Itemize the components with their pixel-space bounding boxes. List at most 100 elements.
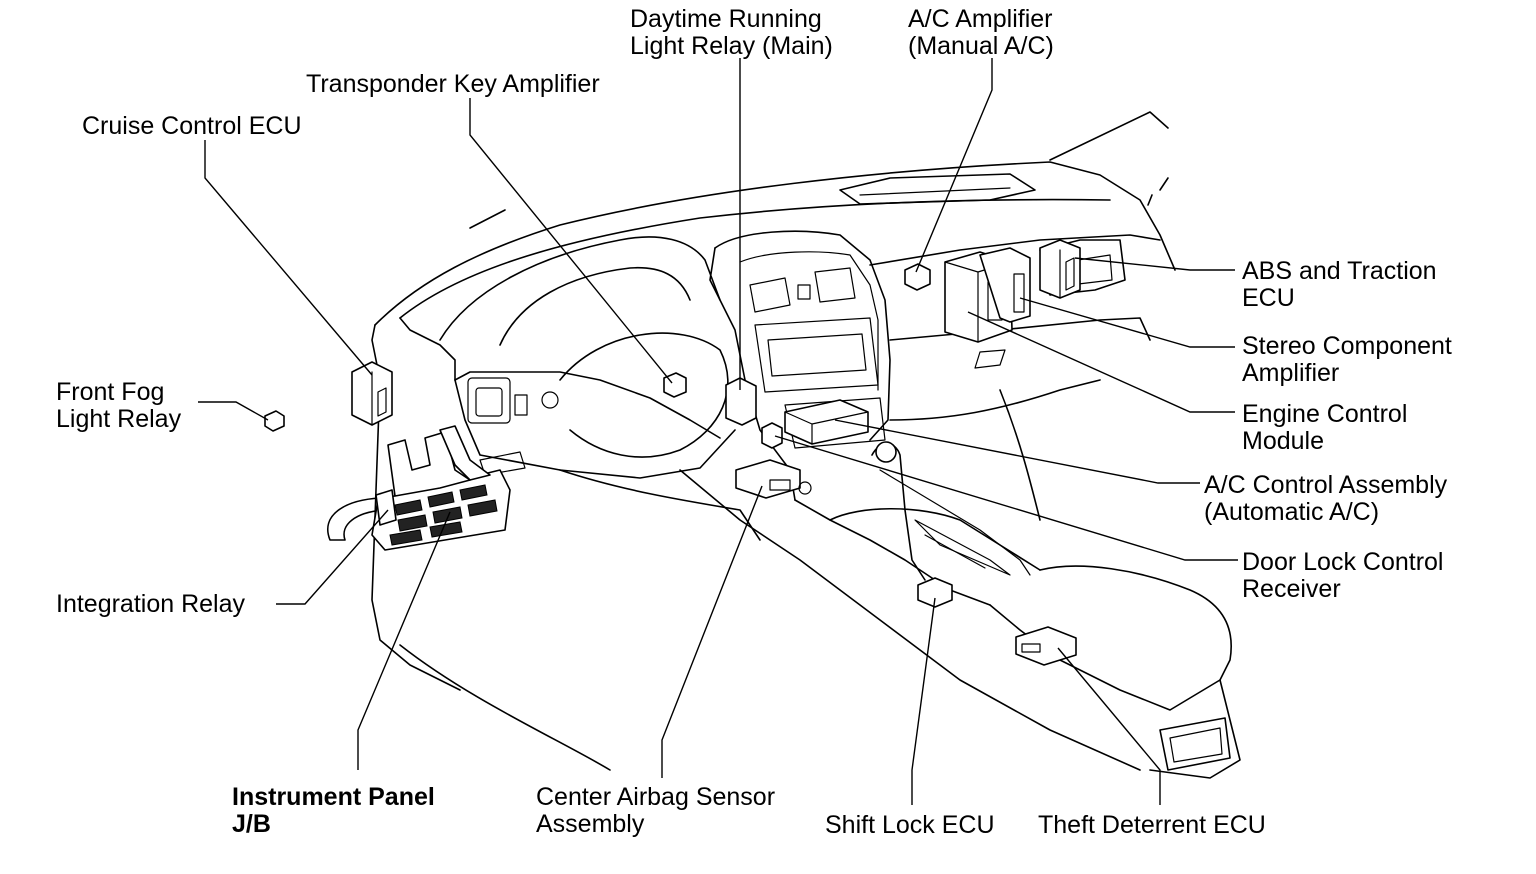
floor-line <box>559 469 761 541</box>
leader-ac-control <box>834 419 1200 484</box>
rear-console-vent-inner <box>1169 727 1223 763</box>
rear-console-vent <box>1159 717 1231 771</box>
leader-abs-traction <box>1074 257 1235 271</box>
label-front-fog-light-relay: Front Fog Light Relay <box>56 379 181 433</box>
daytime-running-light-relay <box>725 377 757 426</box>
stereo-component-amplifier <box>979 247 1031 323</box>
ac-amplifier <box>904 263 931 291</box>
label-shift-lock-ecu: Shift Lock ECU <box>825 811 995 839</box>
right-vent <box>1039 239 1126 296</box>
label-line: ECU <box>1242 284 1295 312</box>
leader-cruise-control-ecu <box>204 140 373 376</box>
switch-bezel-inner <box>475 387 503 417</box>
center-stack-outline <box>714 230 891 441</box>
label-line: (Manual A/C) <box>908 32 1054 60</box>
left-footwell-edge <box>679 469 1141 771</box>
shift-gate-inner <box>924 534 986 569</box>
label-line: Amplifier <box>1242 359 1340 387</box>
leader-engine-control <box>967 311 1235 413</box>
jb-bracket-2 <box>439 425 491 481</box>
label-line: Stereo Component <box>1242 332 1452 360</box>
label-line: (Automatic A/C) <box>1204 498 1380 526</box>
cruise-control-ecu-side <box>371 371 387 426</box>
armrest-front <box>989 604 1221 711</box>
console-inner <box>879 469 1031 576</box>
knob <box>541 391 559 409</box>
dash-lower-curve <box>399 644 611 771</box>
label-line: Daytime Running <box>630 5 822 33</box>
leader-door-lock <box>774 435 1238 561</box>
center-stack-left <box>709 247 796 501</box>
label-ac-control-assembly: A/C Control Assembly (Automatic A/C) <box>1204 472 1447 526</box>
dash-left-end <box>371 324 461 691</box>
dashboard-top <box>374 161 1176 326</box>
audio-unit <box>754 317 879 393</box>
label-theft-deterrent-ecu: Theft Deterrent ECU <box>1038 811 1266 839</box>
airbag-sensor-connector <box>769 479 791 491</box>
stereo-amp-connector <box>1013 273 1025 313</box>
cluster-hood <box>439 236 721 341</box>
center-airbag-sensor <box>735 459 801 499</box>
leader-ac-amplifier <box>915 58 993 273</box>
glovebox-lower <box>889 379 1101 421</box>
label-line: Module <box>1242 427 1324 455</box>
label-line: Light Relay <box>56 405 182 433</box>
small-switch <box>514 394 528 416</box>
hazard-switch <box>797 284 811 300</box>
cluster-lower <box>454 371 721 439</box>
center-vent-right <box>814 267 856 303</box>
label-abs-traction-ecu: ABS and Traction ECU <box>1242 258 1437 312</box>
windshield-line-right <box>1147 177 1169 206</box>
label-line: Instrument Panel <box>232 783 435 811</box>
abs-ecu-edge <box>1059 249 1075 299</box>
shift-knob <box>875 441 897 463</box>
ac-control-assembly <box>784 399 869 445</box>
windshield-line <box>1049 111 1169 161</box>
dash-top-vent <box>839 173 1036 205</box>
shift-lock-ecu <box>917 577 953 608</box>
label-center-airbag-sensor: Center Airbag Sensor Assembly <box>536 784 775 838</box>
a-pillar-left <box>469 209 506 229</box>
leader-shift-lock <box>911 597 936 805</box>
label-line: Engine Control <box>1242 400 1408 428</box>
door-lock-control-receiver <box>761 422 783 449</box>
label-line: Door Lock Control <box>1242 548 1444 576</box>
label-line: Assembly <box>536 810 645 838</box>
label-daytime-running-light-relay: Daytime Running Light Relay (Main) <box>630 6 833 60</box>
leader-transponder <box>469 98 673 384</box>
theft-ecu-connector <box>1021 643 1041 653</box>
front-fog-light-relay <box>264 410 285 432</box>
leader-stereo-amp <box>1019 297 1235 348</box>
label-line: J/B <box>232 810 271 838</box>
label-line: A/C Control Assembly <box>1204 471 1448 499</box>
leader-theft-deterrent <box>1057 647 1161 805</box>
audio-slot <box>767 333 867 377</box>
right-dash-face <box>869 234 1161 266</box>
label-door-lock-control-receiver: Door Lock Control Receiver <box>1242 549 1443 603</box>
label-integration-relay: Integration Relay <box>56 590 246 618</box>
label-stereo-component-amplifier: Stereo Component Amplifier <box>1242 333 1452 387</box>
leader-integration-relay <box>276 509 389 605</box>
armrest <box>1039 565 1232 681</box>
label-line: Front Fog <box>56 378 165 406</box>
label-line: Light Relay (Main) <box>630 32 833 60</box>
console-left <box>794 499 991 606</box>
label-engine-control-module: Engine Control Module <box>1242 401 1407 455</box>
integration-relay <box>375 489 397 526</box>
label-line: A/C Amplifier <box>908 5 1053 33</box>
cluster-face <box>499 266 691 346</box>
center-vent-left <box>749 277 791 313</box>
shift-gate <box>914 519 1011 576</box>
knee-vent <box>479 451 526 476</box>
jb-fuse-pattern <box>389 484 498 546</box>
dash-top-vent-inner <box>859 187 1011 196</box>
leader-instrument-panel-jb <box>357 511 451 770</box>
glovebox <box>889 317 1151 341</box>
label-instrument-panel-jb: Instrument Panel J/B <box>232 784 435 838</box>
switch-bezel <box>467 377 511 424</box>
shifter-boot <box>871 442 926 581</box>
label-line: ABS and Traction <box>1242 257 1437 285</box>
knee-panel <box>454 379 736 479</box>
